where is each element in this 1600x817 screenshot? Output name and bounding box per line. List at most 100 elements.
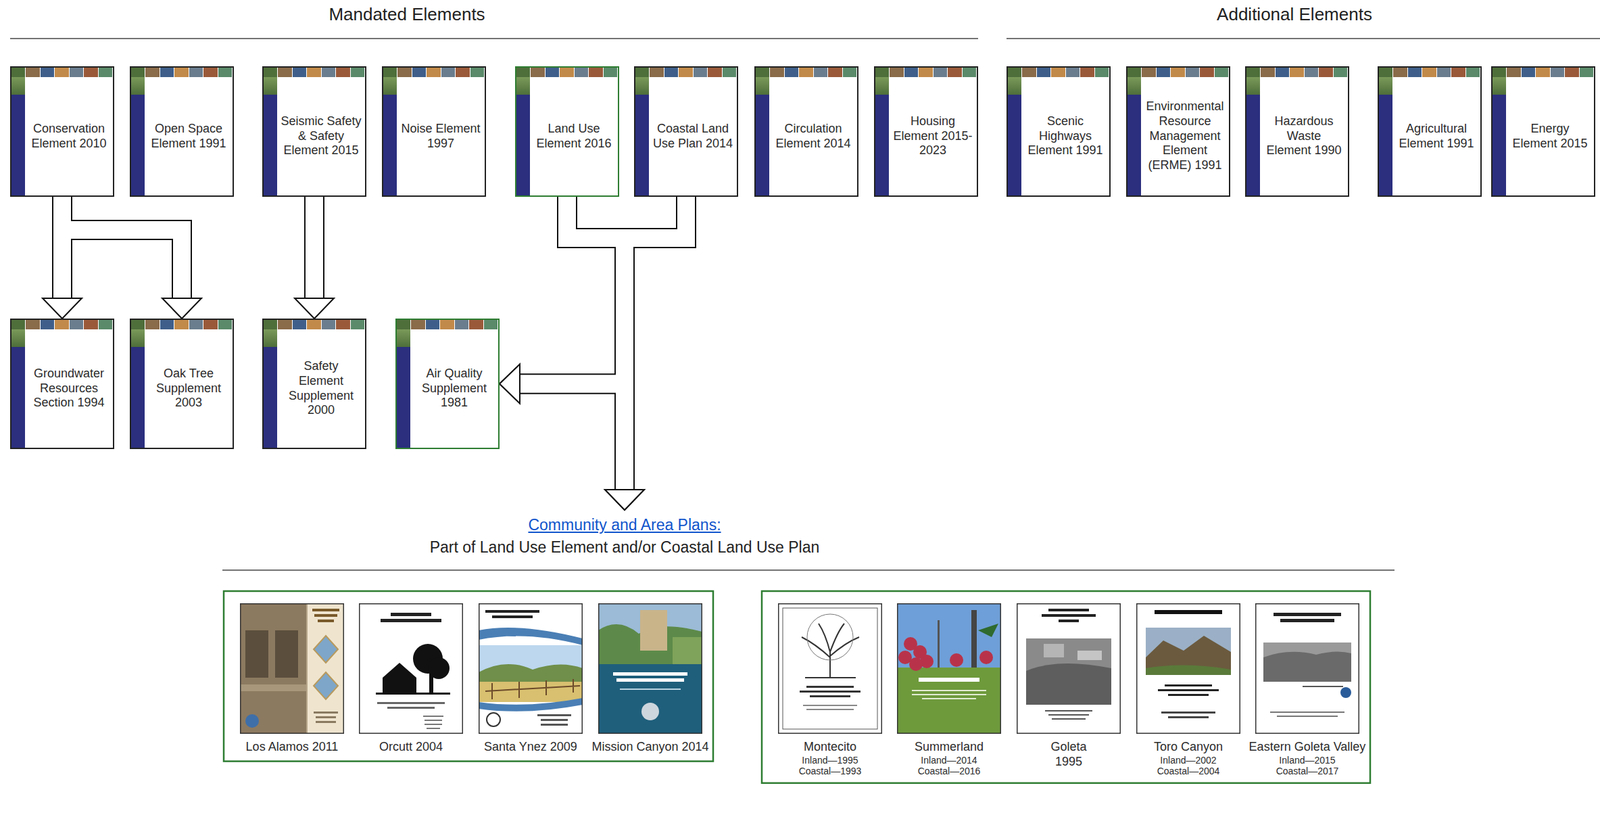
element-title: Coastal Land Use Plan 2014	[652, 121, 734, 152]
cover-photo	[292, 67, 307, 78]
block-arrow-outline	[304, 196, 325, 299]
cover-art	[478, 663, 583, 683]
cover-text-area: Open Space Element 1991	[144, 77, 233, 196]
arrow-head	[162, 298, 202, 319]
cover-photo	[635, 67, 649, 78]
plan-date: Coastal—1993	[769, 765, 891, 777]
cover-art	[672, 636, 703, 664]
cover-art	[897, 602, 1002, 668]
community-plan: Goleta1995	[1016, 602, 1121, 769]
cover-text-area: Seismic Safety & Safety Element 2015	[277, 77, 366, 196]
plan-element-cover: Conservation Element 2010	[10, 66, 115, 197]
plan-element-cover: Open Space Element 1991	[129, 66, 234, 197]
plan-element-cover: Coastal Land Use Plan 2014	[634, 66, 739, 197]
cover-title-mark	[1048, 713, 1089, 716]
cover-art	[1263, 642, 1352, 682]
plan-element-cover: Oak Tree Supplement 2003	[129, 318, 234, 449]
cover-photo	[40, 67, 55, 78]
cover-title-mark	[803, 704, 858, 706]
plan-caption: Santa Ynez 2009	[470, 739, 591, 755]
cover-photo	[1506, 67, 1521, 78]
cover-photo	[335, 67, 350, 78]
plan-caption: SummerlandInland—2014Coastal—2016	[888, 739, 1010, 777]
cover-photo	[25, 319, 40, 330]
element-title: Seismic Safety & Safety Element 2015	[280, 114, 362, 159]
plan-cover-art	[598, 602, 703, 734]
cover-photo	[383, 67, 397, 78]
cover-title-mark	[1168, 693, 1209, 696]
cover-title-mark	[809, 694, 851, 697]
cover-photo	[350, 67, 365, 78]
cover-title-mark	[1041, 613, 1096, 617]
element-title: Noise Element 1997	[400, 121, 482, 152]
cover-spine	[11, 329, 26, 448]
cover-photo	[25, 67, 40, 78]
cover-title-mark	[315, 715, 336, 718]
cover-photo	[889, 67, 904, 78]
plan-element-cover: Circulation Element 2014	[754, 66, 859, 197]
cover-art	[275, 629, 299, 678]
cover-photo	[1199, 67, 1214, 78]
cover-art	[640, 609, 668, 651]
cover-art	[239, 684, 307, 691]
cover-photo	[755, 67, 770, 78]
section-rule	[222, 569, 1395, 571]
cover-art	[1026, 638, 1112, 705]
cover-photo	[98, 319, 113, 330]
cover-title-mark	[387, 706, 435, 709]
cover-title-mark	[1058, 619, 1079, 622]
section-rule	[10, 37, 979, 40]
cover-photo	[1408, 67, 1422, 78]
cover-art	[778, 602, 883, 734]
cover-text-area: Safety Element Supplement 2000	[277, 329, 366, 448]
cover-border	[359, 603, 464, 734]
cover-text-area: Hazardous Waste Element 1990	[1259, 77, 1348, 196]
cover-photo	[425, 319, 440, 330]
cover-art	[807, 613, 854, 660]
cover-title-mark	[922, 697, 977, 699]
cover-photo	[1451, 67, 1465, 78]
cover-title-mark	[1273, 612, 1342, 616]
plan-name: Montecito	[769, 739, 891, 755]
cover-art	[239, 602, 307, 734]
cover-photo	[83, 67, 98, 78]
cover-art	[782, 607, 878, 729]
cover-photo	[918, 67, 933, 78]
cover-spine	[131, 77, 145, 196]
cover-photo	[545, 67, 560, 78]
section-heading: Mandated Elements	[204, 4, 610, 26]
cover-photo	[11, 319, 26, 330]
cover-photo	[962, 67, 977, 78]
cover-art	[478, 681, 583, 702]
cover-photo	[454, 319, 469, 330]
element-title: Air Quality Supplement 1981	[413, 366, 495, 411]
cover-spine	[875, 77, 889, 196]
arrow-head	[294, 298, 334, 319]
cover-art	[1145, 635, 1231, 675]
cover-photo	[1492, 67, 1507, 78]
cover-art	[641, 702, 660, 720]
cover-photo	[603, 67, 618, 78]
cover-photo	[1127, 77, 1142, 95]
cover-photo-strip	[263, 67, 366, 78]
cover-photo	[1036, 67, 1051, 78]
cover-photo	[470, 67, 484, 78]
element-title: Scenic Highways Element 1991	[1024, 114, 1106, 159]
cover-text-area: Agricultural Element 1991	[1392, 77, 1481, 196]
community-plan: MontecitoInland—1995Coastal—1993	[778, 602, 883, 777]
cover-art	[1026, 663, 1112, 705]
element-title: Hazardous Waste Element 1990	[1263, 114, 1345, 159]
cover-art	[1043, 643, 1064, 658]
arrow-head	[604, 489, 645, 510]
cover-photo	[1185, 67, 1200, 78]
cover-photo	[277, 67, 292, 78]
cover-photo-strip	[1246, 67, 1348, 78]
cover-title-mark	[423, 715, 444, 717]
plan-name: Eastern Goleta Valley	[1247, 739, 1368, 755]
element-title: Groundwater Resources Section 1994	[28, 366, 110, 411]
cover-photo	[426, 67, 441, 78]
cover-photo	[440, 319, 454, 330]
cover-photo	[1095, 67, 1109, 78]
cover-photo	[516, 77, 530, 95]
element-title: Open Space Element 1991	[148, 121, 230, 152]
